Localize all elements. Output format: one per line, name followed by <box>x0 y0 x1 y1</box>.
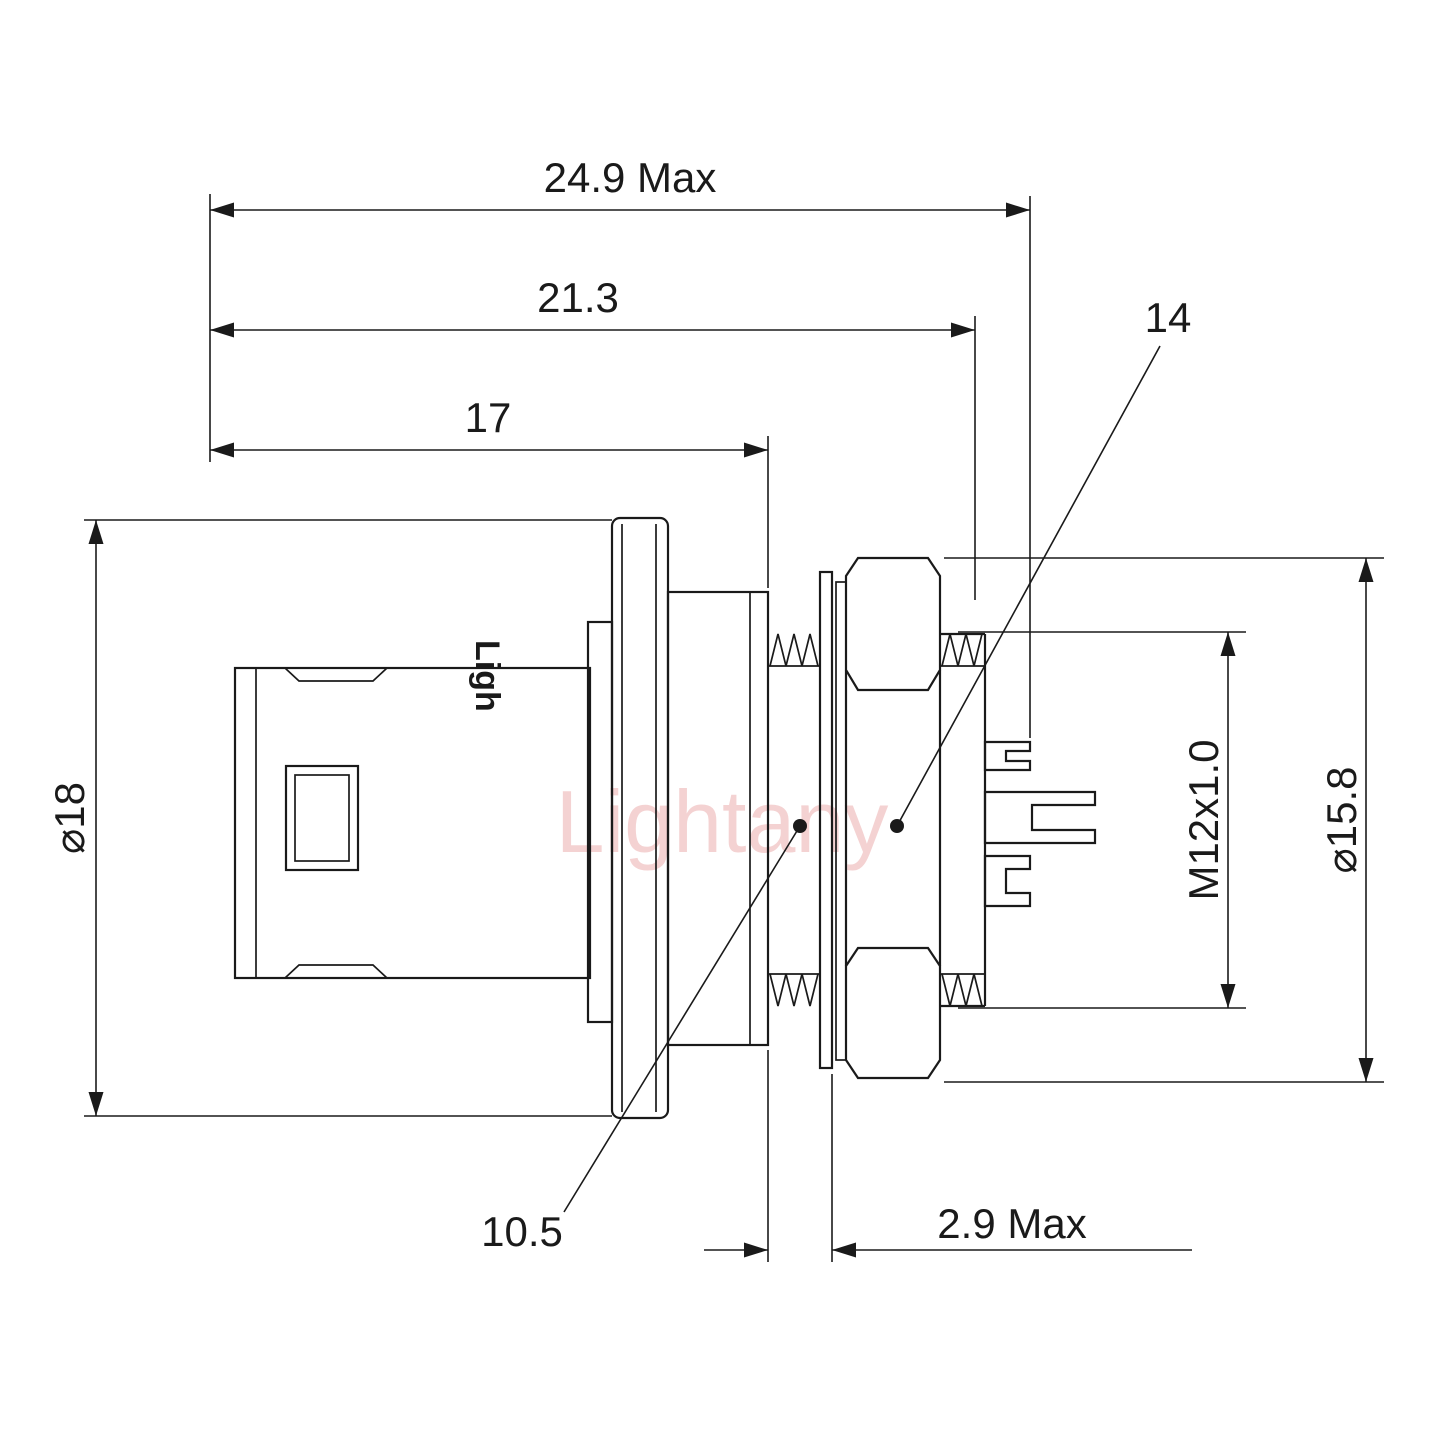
dim-overall-length: 24.9 Max <box>210 154 1031 738</box>
latch-window-inner <box>294 774 350 862</box>
arrowhead <box>951 322 975 338</box>
arrowhead <box>744 442 768 458</box>
dim-label-panel-hole: 10.5 <box>481 1208 563 1255</box>
arrowhead <box>1358 1058 1374 1082</box>
arrowhead <box>1220 632 1236 656</box>
dim-label-panel-thickness: 2.9 Max <box>937 1200 1086 1247</box>
thread-zigzag <box>769 973 819 1007</box>
dim-label-thread-spec: M12x1.0 <box>1180 739 1227 900</box>
dim-rear-length: 21.3 <box>210 274 976 600</box>
leader-line <box>896 345 1161 827</box>
body-logo: Lightany <box>468 640 506 782</box>
leader-dot <box>793 819 807 833</box>
latch-window-outer <box>284 764 360 872</box>
leader-panel-hole: 10.5 <box>481 819 807 1255</box>
hex-nut <box>844 556 942 1080</box>
dim-body-diameter: ⌀18 <box>46 519 612 1117</box>
collar <box>666 590 770 1047</box>
leader-line <box>563 825 801 1213</box>
solder-pin-bottom <box>983 854 1032 908</box>
arrowhead <box>1220 984 1236 1008</box>
dim-label-rear-length: 21.3 <box>537 274 619 321</box>
thread-zigzag <box>769 633 819 667</box>
dim-label-body-diameter: ⌀18 <box>46 782 93 854</box>
leader-nut-across-flats: 14 <box>890 294 1191 833</box>
solder-pins <box>983 740 1097 908</box>
body-notch-top <box>284 667 388 682</box>
arrowhead <box>88 1092 104 1116</box>
arrowhead <box>210 322 234 338</box>
dim-thread-spec: M12x1.0 <box>958 631 1246 1009</box>
dim-nut-diameter: ⌀15.8 <box>944 557 1384 1083</box>
arrowhead <box>1006 202 1030 218</box>
lock-washer <box>818 570 834 1070</box>
dim-label-nut-diameter: ⌀15.8 <box>1318 766 1365 873</box>
dim-label-nut-across-flats: 14 <box>1145 294 1192 341</box>
dim-label-front-length: 17 <box>465 394 512 441</box>
dim-front-length: 17 <box>210 394 769 588</box>
dim-panel-thickness: 2.9 Max <box>704 1050 1192 1262</box>
connector-part: Lightany <box>233 516 1097 1120</box>
arrowhead <box>744 1242 768 1258</box>
thread-zigzag <box>941 633 983 667</box>
arrowhead <box>832 1242 856 1258</box>
body-notch-bottom <box>284 964 388 979</box>
center-watermark: Lightany <box>556 772 889 871</box>
thread-profile-front <box>768 633 820 1007</box>
dimensions: 24.9 Max 21.3 17 ⌀18 <box>46 154 1384 1262</box>
plug-body: Lightany <box>233 640 592 980</box>
solder-pin-top <box>983 740 1032 772</box>
arrowhead <box>1358 558 1374 582</box>
dim-label-overall-length: 24.9 Max <box>544 154 717 201</box>
thread-zigzag <box>941 973 983 1007</box>
arrowhead <box>88 520 104 544</box>
collar-outline <box>666 590 770 1047</box>
arrowhead <box>210 202 234 218</box>
nut-bottom-facet <box>844 946 942 1080</box>
body-outline <box>233 666 592 980</box>
rear-barrel <box>940 632 987 1008</box>
leader-dot <box>890 819 904 833</box>
nut-top-facet <box>844 556 942 692</box>
arrowhead <box>210 442 234 458</box>
solder-pin-middle <box>983 790 1097 845</box>
